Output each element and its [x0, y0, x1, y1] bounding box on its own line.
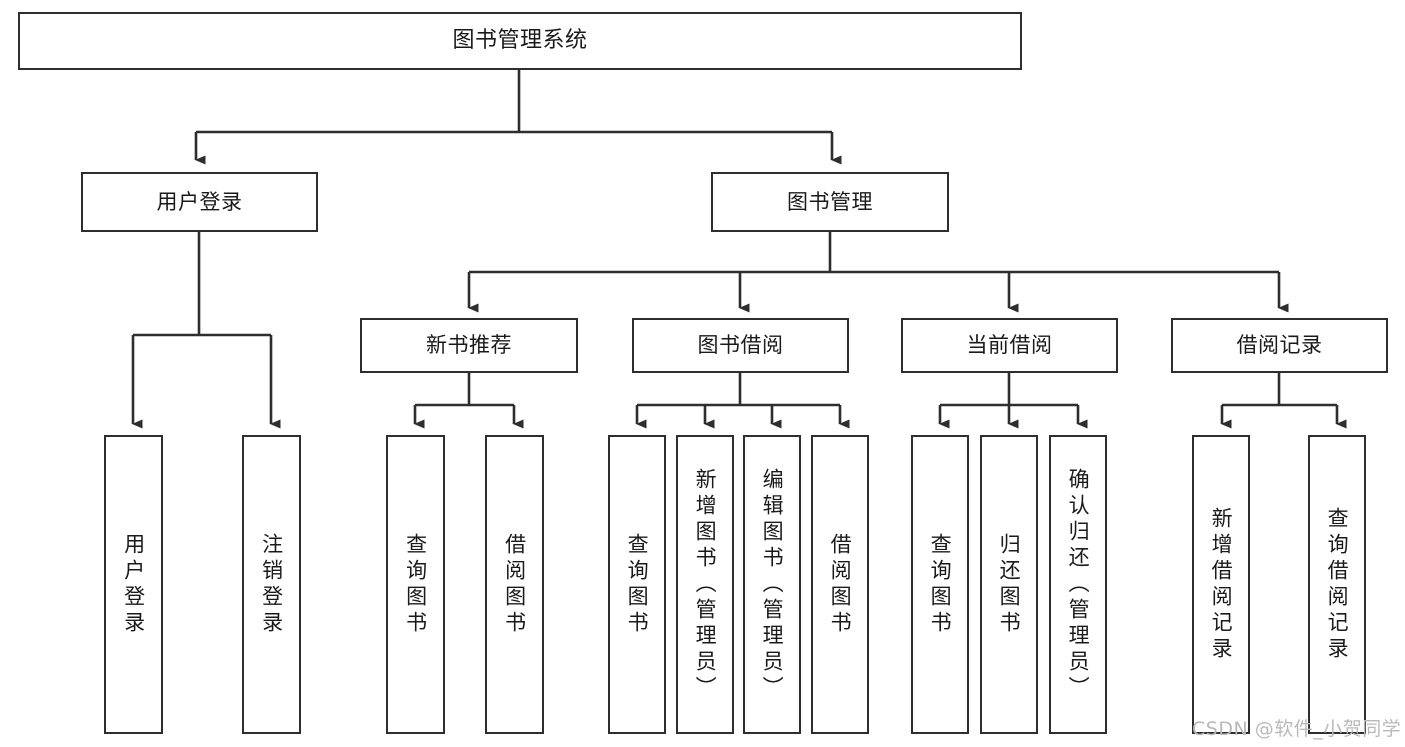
- leaf-user-login-login[interactable]: 用户登录: [104, 435, 163, 734]
- leaf-borrow-add-book-admin[interactable]: 新增图书（管理员）: [676, 435, 734, 734]
- leaf-label-current-confirm-return-admin: 确认归还（管理员）: [1066, 467, 1091, 702]
- leaf-label-borrow-query-book: 查询图书: [625, 532, 650, 637]
- node-label-borrow-record: 借阅记录: [1236, 333, 1323, 358]
- leaf-label-user-login-logout: 注销登录: [259, 532, 284, 637]
- node-label-user-login: 用户登录: [156, 189, 243, 214]
- leaf-label-current-return-book: 归还图书: [997, 532, 1022, 637]
- leaf-new-book-borrow[interactable]: 借阅图书: [485, 435, 544, 734]
- node-label-current-borrow: 当前借阅: [966, 333, 1053, 358]
- leaf-current-confirm-return-admin[interactable]: 确认归还（管理员）: [1049, 435, 1107, 734]
- leaf-record-add-record[interactable]: 新增借阅记录: [1192, 435, 1250, 734]
- leaf-record-query-record[interactable]: 查询借阅记录: [1308, 435, 1366, 734]
- node-label-new-book-recommend: 新书推荐: [426, 333, 512, 358]
- leaf-borrow-edit-book-admin[interactable]: 编辑图书（管理员）: [743, 435, 801, 734]
- leaf-label-user-login-login: 用户登录: [121, 532, 146, 637]
- leaf-label-current-query-book: 查询图书: [928, 532, 953, 637]
- node-label-book-management: 图书管理: [787, 189, 873, 214]
- leaf-current-query-book[interactable]: 查询图书: [911, 435, 969, 734]
- node-book-borrow[interactable]: 图书借阅: [632, 318, 849, 373]
- node-new-book-recommend[interactable]: 新书推荐: [360, 318, 578, 373]
- leaf-new-book-query[interactable]: 查询图书: [386, 435, 445, 734]
- node-user-login[interactable]: 用户登录: [81, 172, 318, 232]
- leaf-user-login-logout[interactable]: 注销登录: [242, 435, 301, 734]
- leaf-label-borrow-edit-book-admin: 编辑图书（管理员）: [760, 467, 785, 702]
- leaf-label-record-add-record: 新增借阅记录: [1209, 506, 1234, 663]
- node-borrow-record[interactable]: 借阅记录: [1171, 318, 1388, 373]
- leaf-label-new-book-borrow: 借阅图书: [502, 532, 527, 637]
- leaf-label-new-book-query: 查询图书: [403, 532, 428, 637]
- node-root-system[interactable]: 图书管理系统: [18, 12, 1022, 70]
- node-current-borrow[interactable]: 当前借阅: [901, 318, 1118, 373]
- node-label-book-borrow: 图书借阅: [697, 333, 784, 358]
- leaf-label-borrow-add-book-admin: 新增图书（管理员）: [693, 467, 718, 702]
- node-label-root: 图书管理系统: [452, 28, 588, 54]
- leaf-current-return-book[interactable]: 归还图书: [980, 435, 1038, 734]
- leaf-borrow-query-book[interactable]: 查询图书: [608, 435, 666, 734]
- leaf-label-record-query-record: 查询借阅记录: [1325, 506, 1350, 663]
- leaf-borrow-borrow-book[interactable]: 借阅图书: [811, 435, 869, 734]
- leaf-label-borrow-borrow-book: 借阅图书: [828, 532, 853, 637]
- node-book-management[interactable]: 图书管理: [711, 172, 949, 232]
